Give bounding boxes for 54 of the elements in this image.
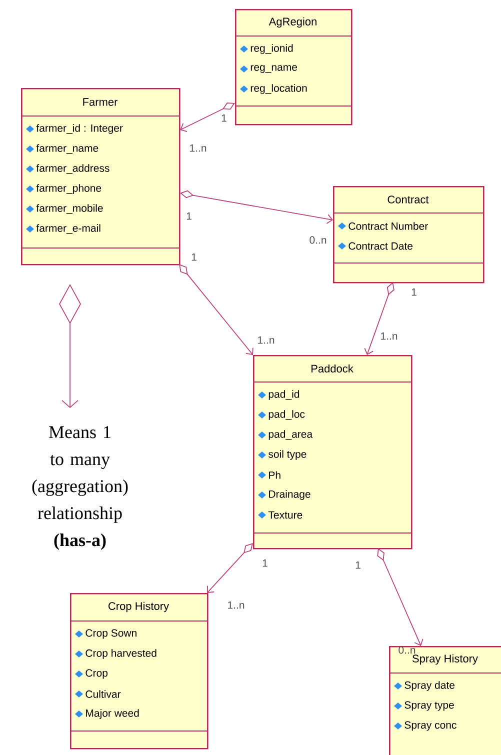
class-name: AgRegion bbox=[268, 17, 316, 28]
attribute-text: Spray conc bbox=[404, 721, 456, 731]
multiplicity-label: 1..n bbox=[381, 332, 398, 340]
multiplicity-label: 1 bbox=[356, 561, 360, 569]
class-name: Crop History bbox=[108, 602, 170, 612]
attribute-text: farmer_name bbox=[36, 144, 98, 154]
attribute-text: reg_name bbox=[250, 65, 297, 73]
attribute-text: pad_loc bbox=[268, 410, 305, 420]
class-box bbox=[332, 186, 484, 284]
attribute-text: farmer_phone bbox=[36, 184, 102, 194]
attribute-text: Major weed bbox=[86, 709, 139, 719]
attribute-text: Ph bbox=[269, 471, 280, 479]
attribute-text: Spray type bbox=[404, 701, 454, 711]
attribute-text: Drainage bbox=[269, 490, 310, 500]
attribute-text: farmer_mobile bbox=[36, 204, 103, 214]
class-name: Paddock bbox=[312, 364, 354, 373]
class-name: Spray History bbox=[412, 654, 478, 665]
attribute-text: Spray date bbox=[404, 681, 454, 691]
multiplicity-label: 1..n bbox=[190, 144, 206, 152]
attribute-text: farmer_address bbox=[36, 164, 110, 174]
aggregation-arrow bbox=[179, 264, 254, 355]
attribute-text: Crop Sown bbox=[86, 629, 136, 639]
class-box bbox=[20, 88, 180, 266]
attribute-text: farmer_e-mail bbox=[36, 224, 100, 234]
multiplicity-label: 1 bbox=[192, 253, 196, 261]
attribute-text: Contract Number bbox=[348, 222, 428, 230]
aggregation-arrow bbox=[180, 102, 235, 132]
multiplicity-label: 1 bbox=[222, 114, 226, 122]
attribute-text: Texture bbox=[268, 511, 302, 519]
aggregation-arrow bbox=[364, 282, 394, 355]
attribute-text: soil type bbox=[268, 450, 306, 460]
attribute-text: Crop bbox=[86, 669, 108, 679]
attribute-text: reg_ionid bbox=[250, 44, 293, 54]
aggregation-arrow bbox=[377, 548, 424, 646]
legend-text: Means 1 to many (aggregation) relationship (has-a) bbox=[32, 426, 128, 550]
multiplicity-label: 1..n bbox=[258, 336, 274, 344]
attribute-text: Crop harvested bbox=[86, 649, 156, 659]
attribute-text: pad_area bbox=[268, 430, 313, 440]
class-box bbox=[70, 593, 208, 750]
aggregation-arrow bbox=[207, 543, 253, 594]
attribute-text: farmer_id : Integer bbox=[36, 124, 123, 134]
multiplicity-label: 1 bbox=[262, 559, 268, 567]
multiplicity-label: 1..n bbox=[228, 601, 244, 609]
class-box bbox=[234, 9, 352, 126]
attribute-text: pad_id bbox=[268, 390, 300, 400]
multiplicity-label: 0..n bbox=[398, 646, 416, 654]
attribute-text: Contract Date bbox=[348, 242, 412, 250]
class-box bbox=[388, 646, 501, 755]
aggregation-arrow bbox=[180, 190, 333, 224]
class-name: Farmer bbox=[83, 98, 118, 106]
class-name: Contract bbox=[388, 196, 429, 204]
attribute-text: Cultivar bbox=[86, 690, 121, 698]
class-box bbox=[252, 355, 412, 550]
attribute-text: reg_location bbox=[250, 84, 307, 94]
